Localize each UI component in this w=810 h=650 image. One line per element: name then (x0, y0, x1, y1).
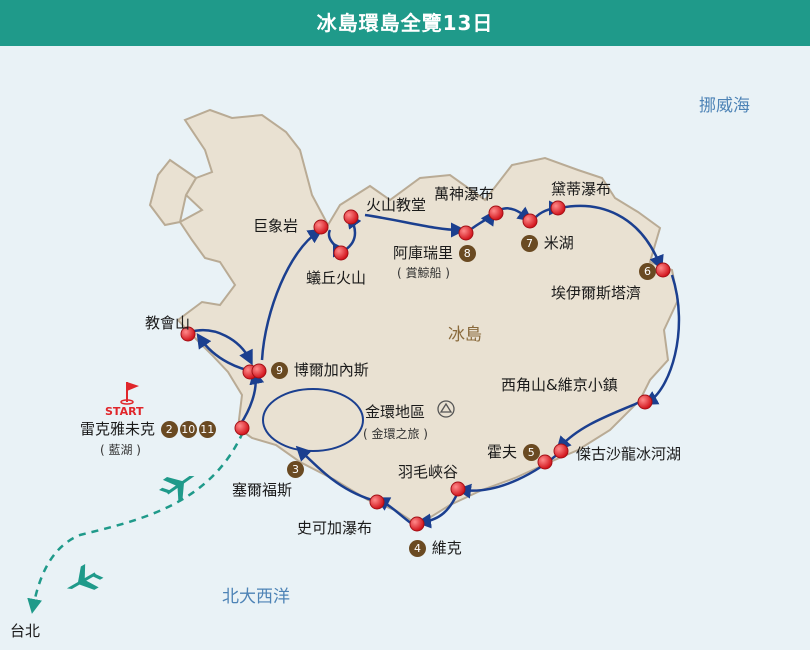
marker-stokksnes (637, 394, 653, 410)
marker-dettifoss (550, 200, 566, 216)
marker-jokulsarlon (553, 443, 569, 459)
day-badge-6: 6 (639, 263, 656, 280)
day-badge-7: 7 (521, 235, 538, 252)
kirkjufell-label: 教會山 (145, 314, 191, 332)
marker-akureyri (458, 225, 474, 241)
stop-markers (180, 200, 671, 532)
day-badge-10: 10 (179, 421, 197, 438)
flight-path (27, 431, 245, 614)
church-label: 火山教堂 (366, 196, 427, 214)
hverfjall-label: 蟻丘火山 (306, 269, 367, 287)
day-badge-5: 5 (522, 444, 540, 461)
sea-label-norwegian: 挪威海 (699, 96, 750, 116)
vik-name: 維克 (431, 539, 462, 557)
marker-hverfjall (333, 245, 349, 261)
marker-church (343, 209, 359, 225)
myvatn-label: 7 米湖 (520, 232, 574, 253)
vik-label: 4 維克 (408, 537, 462, 558)
marker-myvatn (522, 213, 538, 229)
akureyri-sub-label: ( 賞鯨船 ) (397, 266, 450, 280)
origin-label: 台北 (10, 622, 41, 640)
hof-label: 霍夫 5 (487, 441, 541, 462)
dettifoss-label: 黛蒂瀑布 (551, 180, 612, 198)
country-label: 冰島 (448, 325, 482, 345)
jokulsarlon-label: 傑古沙龍冰河湖 (576, 445, 682, 463)
marker-borgarnes-b (251, 363, 267, 379)
selfoss-label: 塞爾福斯 (232, 481, 293, 499)
start-label: START (105, 405, 144, 418)
borgarnes-label: 9 博爾加內斯 (270, 359, 369, 380)
marker-kirkjufell (180, 326, 196, 342)
marker-godafoss (488, 205, 504, 221)
title-bar: 冰島環島全覽13日 (0, 0, 810, 46)
sea-label-atlantic: 北大西洋 (222, 587, 290, 607)
fjadrargljufur-label: 羽毛峽谷 (398, 463, 459, 481)
golden-circle-label: 金環地區 (365, 403, 426, 421)
hvitserkur-label: 巨象岩 (253, 217, 299, 235)
marker-fjadrargljufur (450, 481, 466, 497)
map-title: 冰島環島全覽13日 (316, 11, 494, 35)
marker-egilsstadir (655, 262, 671, 278)
marker-vik (409, 516, 425, 532)
selfoss-day-badge: 3 (286, 459, 305, 478)
akureyri-name: 阿庫瑞里 (393, 244, 454, 262)
egilsstadir-day-badge: 6 (638, 261, 657, 280)
day-badge-3: 3 (287, 461, 304, 478)
golden-circle-ring (262, 388, 364, 452)
egilsstadir-label: 埃伊爾斯塔濟 (551, 284, 642, 302)
marker-reykjavik (234, 420, 250, 436)
day-badge-8: 8 (458, 245, 476, 262)
myvatn-name: 米湖 (543, 234, 574, 252)
day-badge-11: 11 (198, 421, 216, 438)
godafoss-label: 萬神瀑布 (434, 185, 495, 203)
stokksnes-label: 西角山&維京小鎮 (501, 376, 618, 394)
start-flag-icon (120, 382, 139, 405)
plane-icon (158, 475, 195, 503)
plane-icon (66, 564, 104, 590)
skogafoss-label: 史可加瀑布 (297, 519, 373, 537)
start-place-name: 雷克雅未克 (80, 420, 156, 438)
day-badge-2: 2 (160, 421, 178, 438)
start-sub-label: ( 藍湖 ) (100, 443, 141, 457)
marker-hof (537, 454, 553, 470)
day-badge-9: 9 (271, 362, 288, 379)
borgarnes-name: 博爾加內斯 (293, 361, 369, 379)
golden-circle-sub-label: ( 金環之旅 ) (363, 427, 428, 441)
day-badge-4: 4 (409, 540, 426, 557)
world-heritage-icon (437, 400, 455, 418)
marker-skogafoss (369, 494, 385, 510)
westfjords (148, 158, 198, 227)
akureyri-label: 阿庫瑞里 8 (393, 242, 477, 263)
hof-name: 霍夫 (487, 443, 518, 461)
marker-hvitserkur (313, 219, 329, 235)
